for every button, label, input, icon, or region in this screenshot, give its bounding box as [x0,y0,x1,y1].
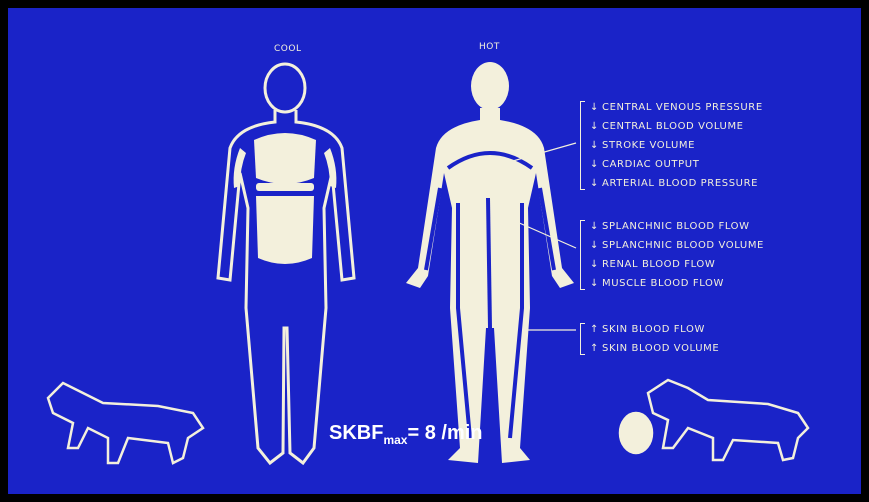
formula-base: SKBF [329,422,383,444]
effect-label: ARTERIAL BLOOD PRESSURE [602,178,758,189]
effect-label: SKIN BLOOD FLOW [602,324,705,335]
up-arrow-icon: ↑ [590,339,602,358]
down-arrow-icon: ↓ [590,155,602,174]
effect-item: ↓SPLANCHNIC BLOOD VOLUME [580,236,764,255]
effect-label: RENAL BLOOD FLOW [602,259,715,270]
dog-cool-figure [48,383,203,463]
down-arrow-icon: ↓ [590,217,602,236]
skbf-formula: SKBFmax= 8 /min [329,422,483,447]
down-arrow-icon: ↓ [590,174,602,193]
effect-label: SPLANCHNIC BLOOD FLOW [602,221,750,232]
effect-item: ↓RENAL BLOOD FLOW [580,255,764,274]
up-arrow-icon: ↑ [590,320,602,339]
effect-item: ↓CENTRAL BLOOD VOLUME [580,117,763,136]
effect-label: CARDIAC OUTPUT [602,159,699,170]
down-arrow-icon: ↓ [590,98,602,117]
effect-label: MUSCLE BLOOD FLOW [602,278,724,289]
cardiovascular-group: ↓CENTRAL VENOUS PRESSURE ↓CENTRAL BLOOD … [580,98,763,193]
effect-label: SPLANCHNIC BLOOD VOLUME [602,240,764,251]
formula-rest: = 8 /min [407,422,482,444]
effect-item: ↓ARTERIAL BLOOD PRESSURE [580,174,763,193]
slide: COOL HOT ↓CENTRAL VENOUS PRESSURE ↓CENTR… [8,8,861,494]
effect-label: CENTRAL VENOUS PRESSURE [602,102,763,113]
effect-item: ↓SPLANCHNIC BLOOD FLOW [580,217,764,236]
effect-item: ↓MUSCLE BLOOD FLOW [580,274,764,293]
effect-item: ↓STROKE VOLUME [580,136,763,155]
down-arrow-icon: ↓ [590,117,602,136]
effect-label: CENTRAL BLOOD VOLUME [602,121,744,132]
down-arrow-icon: ↓ [590,274,602,293]
cool-organs [234,133,337,264]
cool-label: COOL [274,44,301,54]
hot-label: HOT [479,42,500,52]
effect-label: STROKE VOLUME [602,140,695,151]
effect-label: SKIN BLOOD VOLUME [602,343,719,354]
down-arrow-icon: ↓ [590,255,602,274]
visceral-group: ↓SPLANCHNIC BLOOD FLOW ↓SPLANCHNIC BLOOD… [580,217,764,293]
effect-item: ↓CARDIAC OUTPUT [580,155,763,174]
effect-item: ↑SKIN BLOOD VOLUME [580,339,719,358]
formula-subscript: max [383,433,407,447]
effect-item: ↑SKIN BLOOD FLOW [580,320,719,339]
dog-hot-figure [620,380,808,460]
down-arrow-icon: ↓ [590,236,602,255]
skin-group: ↑SKIN BLOOD FLOW ↑SKIN BLOOD VOLUME [580,320,719,358]
effect-item: ↓CENTRAL VENOUS PRESSURE [580,98,763,117]
down-arrow-icon: ↓ [590,136,602,155]
